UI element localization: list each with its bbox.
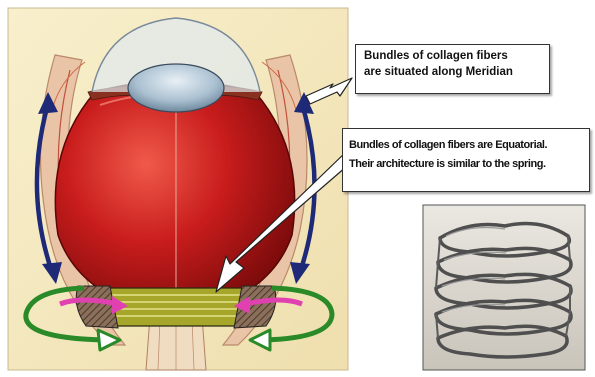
lens	[128, 64, 224, 112]
callout-equatorial: Bundles of collagen fibers are Equatoria…	[342, 128, 590, 192]
callout-meridian-line-2: are situated along Meridian	[364, 65, 543, 81]
vitreous-body	[55, 81, 294, 318]
callout-equatorial-line-2: Their architecture is similar to the spr…	[349, 155, 585, 174]
coil-spring-photo	[423, 205, 585, 370]
callout-equatorial-line-1: Bundles of collagen fibers are Equatoria…	[349, 136, 585, 155]
callout-meridian-line-1: Bundles of collagen fibers	[364, 49, 543, 65]
callout-meridian: Bundles of collagen fibers are situated …	[355, 44, 550, 94]
